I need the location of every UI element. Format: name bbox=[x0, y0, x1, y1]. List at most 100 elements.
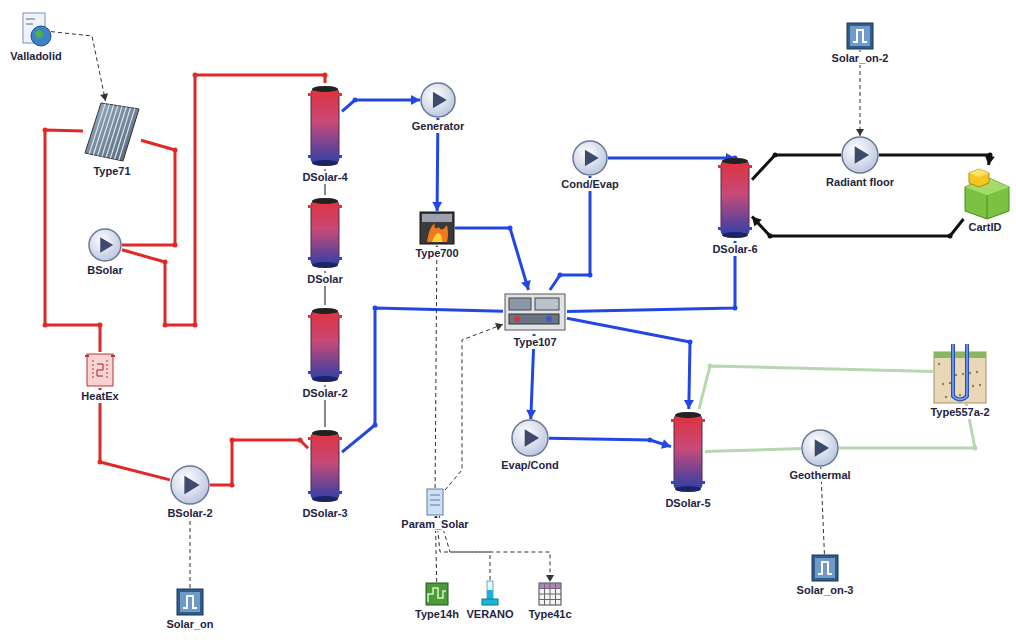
connector bbox=[445, 323, 503, 490]
t14-icon bbox=[425, 582, 449, 606]
component-t41: Type41c bbox=[538, 582, 562, 606]
pump-icon bbox=[170, 465, 210, 505]
component-param: Param_Solar bbox=[425, 488, 445, 516]
pump-icon bbox=[88, 228, 122, 262]
connector bbox=[210, 438, 308, 488]
component-cart: CartID bbox=[957, 165, 1013, 219]
component-label: BSolar-2 bbox=[165, 507, 214, 520]
component-pump: BSolar bbox=[88, 228, 122, 262]
component-tank: DSolar-5 bbox=[671, 409, 705, 495]
component-label: HeatEx bbox=[79, 390, 120, 403]
component-label: Cond/Evap bbox=[559, 178, 620, 191]
component-label: DSolar-3 bbox=[300, 507, 349, 520]
component-label: Type41c bbox=[526, 608, 573, 621]
connector-line bbox=[608, 157, 735, 160]
line-node bbox=[588, 273, 593, 278]
connector-line bbox=[550, 176, 590, 290]
line-node bbox=[688, 340, 693, 345]
connector bbox=[549, 438, 671, 449]
line-node bbox=[193, 73, 198, 78]
connector-line bbox=[549, 438, 671, 446]
arrow-head bbox=[521, 280, 531, 290]
component-heatex: HeatEx bbox=[85, 352, 115, 388]
component-label: BSolar bbox=[85, 264, 124, 277]
component-label: Type14h bbox=[413, 608, 461, 621]
line-node bbox=[193, 323, 198, 328]
line-node bbox=[98, 460, 103, 465]
component-label: Solar_on-3 bbox=[795, 584, 856, 597]
connector-line bbox=[342, 308, 503, 452]
component-t14: Type14h bbox=[425, 582, 449, 606]
line-node bbox=[648, 438, 653, 443]
line-node bbox=[230, 483, 235, 488]
component-ctrl: Solar_on-3 bbox=[811, 554, 839, 582]
arrow-head bbox=[661, 439, 671, 449]
bore-icon bbox=[933, 340, 987, 404]
arrow-head bbox=[985, 155, 995, 165]
pump-icon bbox=[420, 82, 456, 118]
line-node bbox=[558, 273, 563, 278]
line-node bbox=[173, 148, 178, 153]
chiller-icon bbox=[503, 290, 567, 334]
connector-line bbox=[435, 245, 437, 488]
tank-icon bbox=[308, 195, 342, 271]
component-bore: Type557a-2 bbox=[933, 340, 987, 404]
ctrl-icon bbox=[176, 588, 204, 616]
connector bbox=[705, 449, 801, 452]
connector bbox=[342, 95, 420, 111]
component-label: Type557a-2 bbox=[928, 406, 991, 419]
cart-icon bbox=[957, 165, 1013, 219]
pump-icon bbox=[572, 140, 608, 176]
component-label: Solar_on-2 bbox=[830, 52, 891, 65]
connector-line bbox=[705, 449, 801, 452]
component-pump: Evap/Cond bbox=[511, 419, 549, 457]
connector-line bbox=[210, 440, 308, 485]
connector bbox=[699, 364, 933, 410]
param-icon bbox=[425, 488, 445, 516]
connector bbox=[122, 73, 328, 328]
component-label: Type107 bbox=[511, 336, 558, 349]
component-label: Type700 bbox=[413, 247, 460, 260]
arrow-head bbox=[856, 129, 864, 136]
component-label: Valladolid bbox=[8, 50, 63, 63]
arrow-head bbox=[526, 410, 536, 419]
line-node bbox=[163, 323, 168, 328]
tank-icon bbox=[308, 83, 342, 169]
component-pump: BSolar-2 bbox=[170, 465, 210, 505]
component-label: DSolar-4 bbox=[300, 171, 349, 184]
line-node bbox=[298, 438, 303, 443]
line-node bbox=[508, 226, 513, 231]
pump-icon bbox=[511, 419, 549, 457]
arrow-head bbox=[546, 575, 554, 582]
component-pump: Generator bbox=[420, 82, 456, 118]
component-tank: DSolar bbox=[308, 195, 342, 271]
component-pump: Geothermal bbox=[801, 429, 839, 467]
arrow-head bbox=[495, 323, 503, 331]
connector bbox=[51, 32, 108, 101]
connector bbox=[752, 217, 964, 239]
component-label: VERANO bbox=[464, 608, 515, 621]
component-tank: DSolar-3 bbox=[308, 427, 342, 505]
line-node bbox=[373, 306, 378, 311]
component-verano: VERANO bbox=[481, 580, 499, 606]
connector-line bbox=[445, 324, 503, 490]
tank-icon bbox=[671, 409, 705, 495]
connector-line bbox=[455, 228, 529, 290]
pump-icon bbox=[841, 136, 879, 174]
connector-line bbox=[752, 217, 964, 237]
boiler-icon bbox=[419, 211, 455, 245]
component-label: Solar_on bbox=[164, 618, 215, 631]
line-node bbox=[948, 234, 953, 239]
connector-line bbox=[122, 75, 325, 325]
ctrl-icon bbox=[846, 22, 874, 50]
heatex-icon bbox=[85, 352, 115, 388]
line-node bbox=[733, 306, 738, 311]
connector-line bbox=[879, 155, 990, 165]
line-node bbox=[768, 234, 773, 239]
pump-icon bbox=[801, 429, 839, 467]
line-node bbox=[708, 364, 713, 369]
component-label: Type71 bbox=[91, 165, 132, 178]
component-label: Geothermal bbox=[787, 469, 852, 482]
t41-icon bbox=[538, 582, 562, 606]
connector bbox=[433, 245, 441, 488]
